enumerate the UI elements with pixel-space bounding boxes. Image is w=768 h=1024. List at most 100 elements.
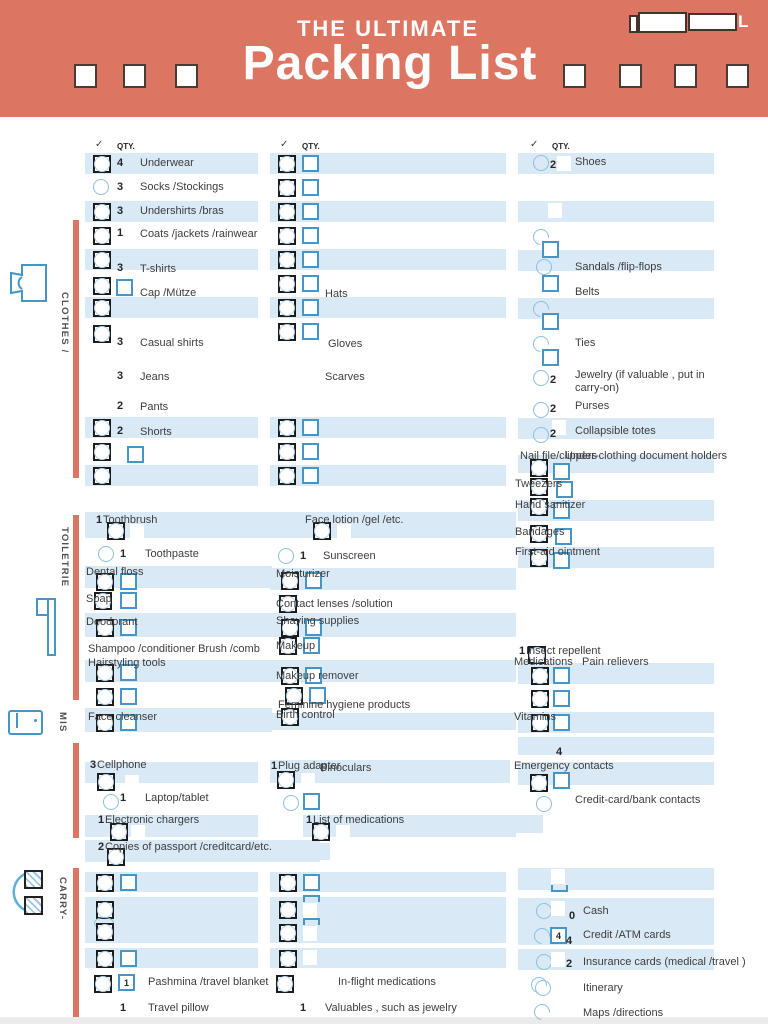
checkbox[interactable] [96,664,114,682]
checkbox[interactable] [278,443,296,461]
checkbox[interactable] [110,823,128,841]
qty-box[interactable]: 4 [550,927,567,944]
checkbox[interactable] [107,848,125,866]
qty-box[interactable] [120,573,137,590]
qty-box[interactable] [302,299,319,316]
check-circle[interactable] [533,370,549,386]
check-circle[interactable] [98,546,114,562]
checkbox[interactable] [530,549,548,567]
checkbox[interactable] [278,323,296,341]
checkbox[interactable] [93,203,111,221]
checkbox[interactable] [93,155,111,173]
checkbox[interactable] [278,467,296,485]
checkbox[interactable] [278,299,296,317]
qty-box[interactable] [120,688,137,705]
check-circle[interactable] [533,427,549,443]
qty-box[interactable] [553,667,570,684]
qty-box[interactable] [120,592,137,609]
qty-box[interactable] [303,918,320,925]
qty-box[interactable] [120,714,137,731]
checkbox[interactable] [93,325,111,343]
checkbox[interactable] [530,774,548,792]
qty-box[interactable] [302,227,319,244]
check-circle[interactable] [103,794,119,810]
qty-box[interactable] [120,874,137,891]
checkbox[interactable] [530,525,548,543]
checkbox[interactable] [93,227,111,245]
checkbox[interactable] [277,771,295,789]
checkbox[interactable] [94,975,112,993]
qty-box[interactable] [303,895,320,902]
checkbox[interactable] [531,690,549,708]
qty-box[interactable] [303,637,320,654]
checkbox[interactable] [96,874,114,892]
qty-box[interactable] [548,203,562,218]
check-circle[interactable] [535,980,551,996]
checkbox[interactable] [278,203,296,221]
qty-box[interactable] [557,156,571,171]
checkbox[interactable] [313,522,331,540]
qty-box[interactable] [551,885,568,892]
checkbox[interactable] [278,251,296,269]
checkbox[interactable] [93,467,111,485]
checkbox[interactable] [285,687,303,705]
checkbox[interactable] [281,619,299,637]
qty-box[interactable] [127,446,144,463]
qty-box[interactable] [125,775,139,790]
qty-box[interactable] [336,825,350,840]
checkbox[interactable] [279,950,297,968]
checkbox[interactable] [278,227,296,245]
qty-box[interactable] [130,524,144,539]
qty-box[interactable] [302,323,319,340]
qty-box[interactable] [553,772,570,789]
qty-box[interactable] [556,481,573,498]
check-circle[interactable] [533,402,549,418]
checkbox[interactable] [276,975,294,993]
qty-box[interactable] [309,687,326,704]
checkbox[interactable] [279,637,297,655]
qty-box[interactable] [302,179,319,196]
checkbox[interactable] [531,667,549,685]
check-circle[interactable] [93,179,109,195]
checkbox[interactable] [530,478,548,496]
checkbox[interactable] [94,592,112,610]
checkbox[interactable] [96,619,114,637]
qty-box[interactable] [553,463,570,480]
checkbox[interactable] [96,714,114,732]
qty-box[interactable] [120,950,137,967]
check-circle[interactable] [536,796,552,812]
checkbox[interactable] [281,667,299,685]
checkbox[interactable] [530,459,548,477]
checkbox[interactable] [279,924,297,942]
qty-box[interactable] [553,502,570,519]
checkbox[interactable] [312,823,330,841]
checkbox[interactable] [278,275,296,293]
check-circle[interactable] [536,259,552,275]
check-circle[interactable] [283,795,299,811]
qty-box[interactable] [301,773,315,788]
checkbox[interactable] [97,773,115,791]
checkbox[interactable] [278,179,296,197]
qty-box[interactable] [542,313,559,330]
qty-box[interactable] [131,825,145,840]
qty-box[interactable] [120,619,137,636]
qty-box[interactable] [302,443,319,460]
checkbox[interactable] [530,498,548,516]
checkbox[interactable] [279,595,297,613]
checkbox[interactable] [281,708,299,726]
checkbox[interactable] [96,950,114,968]
qty-box[interactable] [302,467,319,484]
qty-box[interactable] [302,251,319,268]
qty-box[interactable] [302,419,319,436]
qty-box[interactable] [305,667,322,684]
check-circle[interactable] [536,903,552,919]
qty-box[interactable] [337,524,351,539]
checkbox[interactable] [531,714,549,732]
checkbox[interactable] [93,443,111,461]
qty-box[interactable] [303,793,320,810]
qty-box[interactable] [553,552,570,569]
qty-box[interactable] [542,241,559,258]
qty-box[interactable] [303,950,317,965]
qty-box[interactable] [303,926,317,941]
check-circle[interactable] [278,548,294,564]
